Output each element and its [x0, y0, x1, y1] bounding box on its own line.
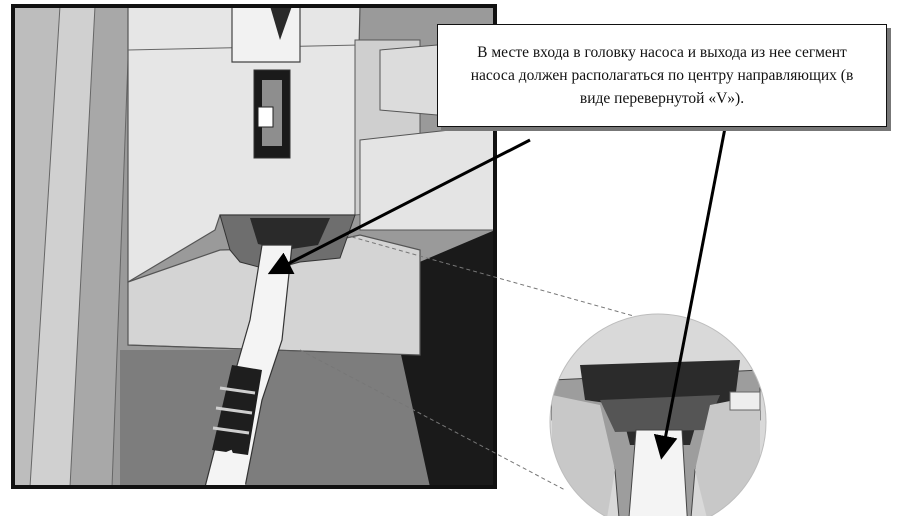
magnified-inset: [550, 314, 766, 516]
callout-text: В месте входа в головку насоса и выхода …: [456, 41, 868, 110]
callout-box: В месте входа в головку насоса и выхода …: [437, 24, 887, 127]
pump-head-illustration: [13, 6, 495, 487]
